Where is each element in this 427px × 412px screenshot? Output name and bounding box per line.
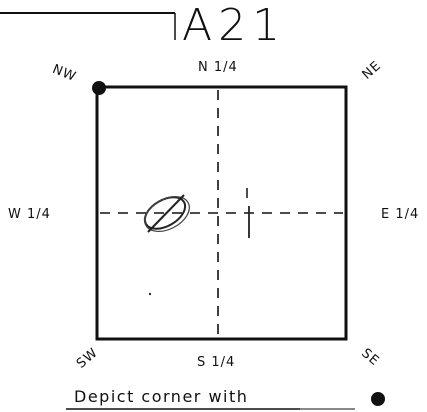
- location-symbol: [143, 194, 190, 233]
- nw-corner-marker: [92, 81, 106, 95]
- west-quarter-label: W 1/4: [8, 207, 51, 222]
- corner-legend-note: Depict corner with: [74, 387, 249, 406]
- tick-mark: [246, 188, 250, 238]
- section-boundary: [95, 85, 348, 341]
- stray-mark: [148, 292, 152, 296]
- corner-symbol-example: [371, 392, 385, 406]
- east-quarter-label: E 1/4: [381, 207, 420, 222]
- sketch-code: A21: [182, 0, 287, 51]
- north-quarter-label: N 1/4: [198, 60, 238, 75]
- south-quarter-label: S 1/4: [197, 355, 236, 370]
